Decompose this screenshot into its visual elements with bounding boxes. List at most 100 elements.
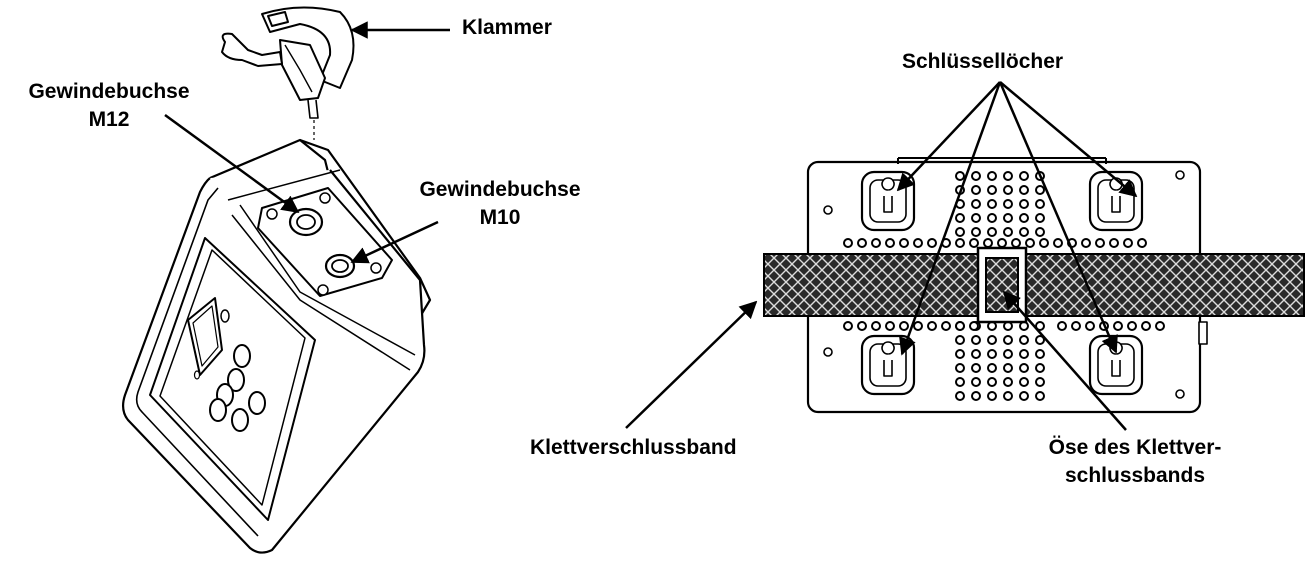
plate-hole <box>1039 238 1049 248</box>
plate-hole <box>955 321 965 331</box>
plate-hole <box>971 227 981 237</box>
plate-hole <box>1053 238 1063 248</box>
plate-hole <box>955 227 965 237</box>
plate-hole <box>941 321 951 331</box>
plate-hole <box>899 238 909 248</box>
label-strap: Klettverschlussband <box>530 436 737 459</box>
plate-hole <box>1109 238 1119 248</box>
plate-hole <box>983 238 993 248</box>
plate-hole <box>1003 171 1013 181</box>
plate-hole <box>1003 185 1013 195</box>
plate-hole <box>1003 335 1013 345</box>
plate-hole <box>971 335 981 345</box>
plate-hole <box>971 185 981 195</box>
plate-hole <box>1035 227 1045 237</box>
plate-hole <box>987 335 997 345</box>
plate-hole <box>843 321 853 331</box>
label-m10: Gewindebuchse M10 <box>405 178 595 230</box>
plate-hole <box>927 238 937 248</box>
plate-hole <box>1035 321 1045 331</box>
label-eyelet: Öse des Klettver- schlussbands <box>1030 436 1240 488</box>
plate-hole <box>955 363 965 373</box>
label-m12-line2: M12 <box>88 108 130 131</box>
label-eyelet-line1: Öse des Klettver- <box>1048 436 1222 459</box>
plate-hole <box>971 199 981 209</box>
label-keyholes: Schlüssellöcher <box>902 50 1064 73</box>
plate-hole <box>1035 185 1045 195</box>
plate-hole <box>987 377 997 387</box>
plate-hole <box>927 321 937 331</box>
plate-hole <box>1003 227 1013 237</box>
velcro-strap-icon <box>763 246 1305 324</box>
right-callout-arrows <box>625 81 1138 431</box>
plate-hole <box>1019 349 1029 359</box>
clamp-icon <box>221 6 355 140</box>
plate-hole <box>1085 321 1095 331</box>
plate-hole <box>1035 349 1045 359</box>
plate-hole <box>1011 238 1021 248</box>
plate-hole <box>899 321 909 331</box>
label-m10-line2: M10 <box>479 206 521 229</box>
plate-hole <box>987 391 997 401</box>
plate-hole <box>1019 391 1029 401</box>
plate-hole <box>1095 238 1105 248</box>
plate-hole <box>843 238 853 248</box>
plate-hole <box>955 171 965 181</box>
plate-hole <box>1019 335 1029 345</box>
plate-hole <box>971 363 981 373</box>
plate-hole <box>955 238 965 248</box>
plate-hole <box>987 213 997 223</box>
plate-hole <box>1003 363 1013 373</box>
label-eyelet-line2: schlussbands <box>1064 464 1206 487</box>
plate-hole <box>1113 321 1123 331</box>
plate-hole <box>987 349 997 359</box>
plate-hole <box>955 377 965 387</box>
plate-hole <box>1019 363 1029 373</box>
plate-hole <box>1003 199 1013 209</box>
plate-hole <box>1035 377 1045 387</box>
plate-hole <box>885 238 895 248</box>
plate-hole <box>969 321 979 331</box>
plate-hole <box>971 391 981 401</box>
plate-hole <box>1019 377 1029 387</box>
plate-hole <box>1003 391 1013 401</box>
plate-hole <box>1019 199 1029 209</box>
label-klammer: Klammer <box>462 16 552 39</box>
plate-hole <box>971 349 981 359</box>
fixture-icon <box>121 138 432 554</box>
plate-hole <box>987 185 997 195</box>
plate-hole <box>1127 321 1137 331</box>
plate-hole <box>955 391 965 401</box>
plate-hole <box>1003 377 1013 387</box>
left-callout-arrows <box>164 21 450 264</box>
plate-hole <box>1019 227 1029 237</box>
plate-hole <box>857 238 867 248</box>
plate-hole <box>913 321 923 331</box>
plate-hole <box>1035 363 1045 373</box>
plate-hole <box>955 335 965 345</box>
plate-hole <box>1003 213 1013 223</box>
plate-hole <box>1035 213 1045 223</box>
plate-hole <box>1081 238 1091 248</box>
plate-hole <box>1019 171 1029 181</box>
plate-hole <box>871 321 881 331</box>
plate-hole <box>871 238 881 248</box>
plate-hole <box>885 321 895 331</box>
plate-hole <box>1019 185 1029 195</box>
plate-hole <box>997 238 1007 248</box>
plate-hole <box>1155 321 1165 331</box>
plate-hole <box>987 171 997 181</box>
plate-hole <box>1035 199 1045 209</box>
plate-hole <box>971 377 981 387</box>
plate-hole <box>1141 321 1151 331</box>
label-m10-line1: Gewindebuchse <box>419 178 581 201</box>
plate-hole <box>1035 391 1045 401</box>
plate-hole <box>955 349 965 359</box>
plate-hole <box>1057 321 1067 331</box>
plate-hole <box>971 213 981 223</box>
plate-hole <box>1025 238 1035 248</box>
label-m12: Gewindebuchse M12 <box>14 80 204 132</box>
plate-hole <box>987 363 997 373</box>
